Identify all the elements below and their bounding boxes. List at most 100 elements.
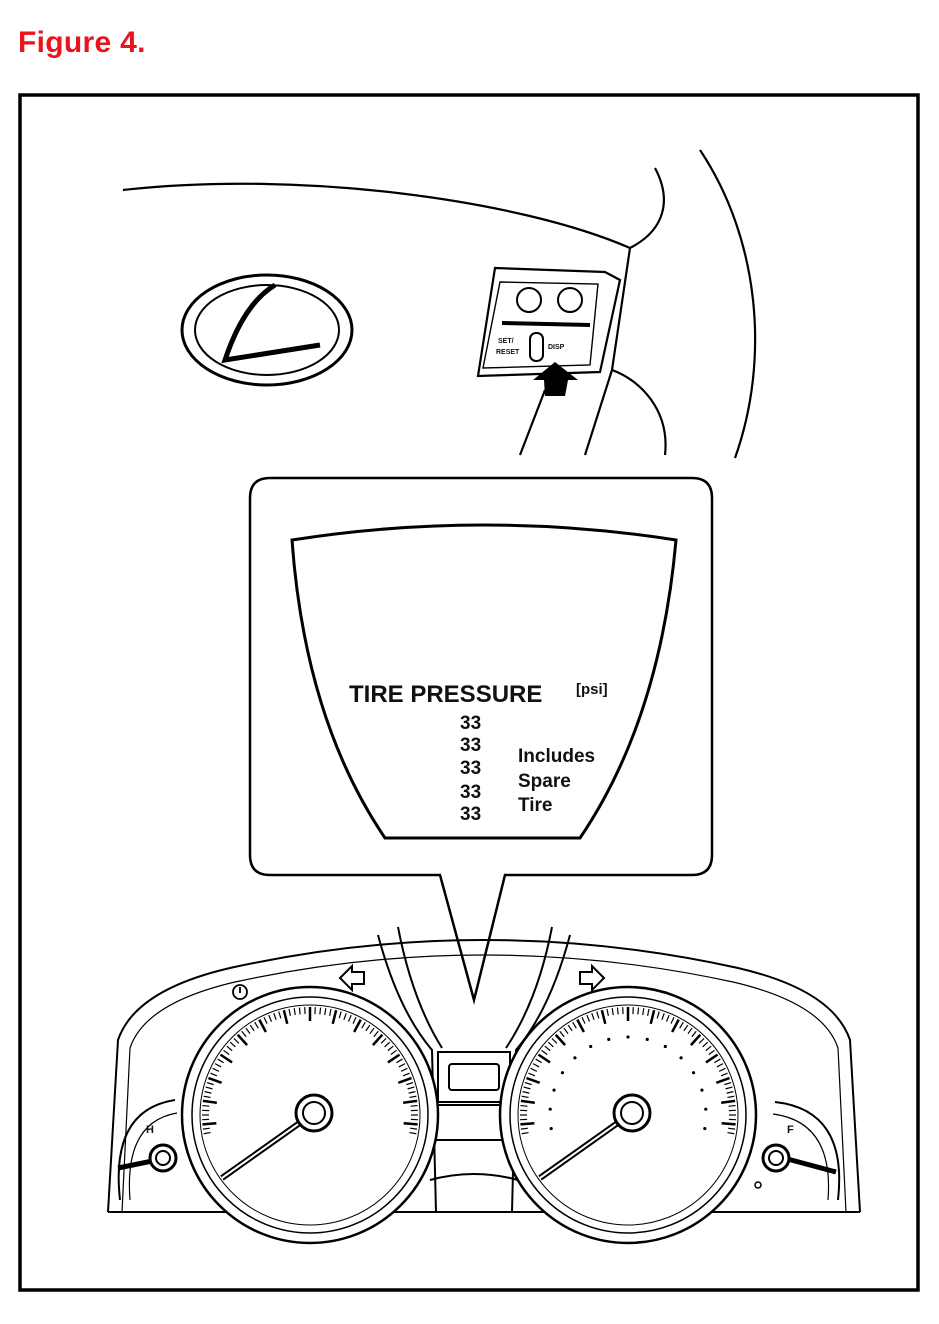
pressure-unit: [psi] — [576, 681, 608, 698]
gauge-tick — [596, 1011, 600, 1019]
gauge-tick — [390, 1049, 397, 1055]
gauge-tick — [278, 1011, 282, 1019]
gauge-tick — [203, 1131, 211, 1135]
gauge-tick — [586, 1014, 591, 1022]
gauge-tick — [409, 1095, 417, 1099]
gauge-tick — [541, 1049, 548, 1055]
gauge-tick — [665, 1014, 670, 1022]
gauge-tick — [409, 1131, 417, 1135]
tire-pressure-heading: TIRE PRESSURE — [349, 681, 542, 708]
gauge-tick — [369, 1027, 375, 1035]
gauge-tick — [410, 1104, 418, 1107]
disp-label: DISP — [548, 344, 565, 351]
press-arrow-icon — [533, 362, 578, 396]
gauge-tick — [361, 1021, 366, 1029]
gauge-tick — [520, 1121, 535, 1126]
speed-dot — [691, 1071, 696, 1075]
steering-wheel — [122, 149, 757, 459]
gauge-tick — [567, 1024, 573, 1032]
gauge-tick — [212, 1067, 220, 1072]
gauge-tick — [727, 1095, 735, 1099]
gauge-tick — [263, 1017, 268, 1024]
fuel-full-mark: F — [787, 1124, 794, 1136]
gauge-tick — [403, 1121, 418, 1126]
gauge-tick — [671, 1019, 680, 1033]
gauge-tick — [217, 1058, 224, 1064]
gauge-tick — [520, 1127, 528, 1130]
speed-dot — [679, 1056, 683, 1060]
gauge-tick — [563, 1027, 569, 1035]
gauge-tick — [387, 1045, 394, 1052]
speed-dot — [589, 1044, 593, 1049]
gauge-tick — [554, 1033, 567, 1046]
gauge-tick — [687, 1027, 693, 1035]
speedometer-gauge — [498, 985, 758, 1245]
gauge-tick — [293, 1008, 296, 1016]
gauge-tick — [535, 1058, 542, 1064]
gauge-tick — [637, 1007, 640, 1015]
gauge-tick — [720, 1072, 728, 1077]
gauge-tick — [528, 1072, 536, 1077]
speed-dot — [552, 1088, 556, 1092]
speed-dot — [560, 1071, 565, 1075]
gauge-tick — [520, 1104, 528, 1107]
gauge-tick — [347, 1014, 352, 1022]
gauge-tick — [403, 1099, 418, 1104]
switch-button-left[interactable] — [516, 287, 542, 313]
gauge-tick — [576, 1019, 585, 1033]
speed-dot — [607, 1037, 611, 1042]
speed-dot — [663, 1044, 667, 1049]
reset-label: RESET — [496, 349, 520, 356]
speed-dot — [626, 1035, 630, 1039]
gauge-tick — [581, 1017, 586, 1024]
gauge-tick — [728, 1127, 736, 1130]
gauge-tick — [726, 1091, 734, 1094]
gauge-tick — [532, 1063, 540, 1068]
gauge-tick — [521, 1095, 529, 1099]
switch-button-right[interactable] — [557, 287, 583, 313]
gauge-tick — [721, 1099, 736, 1104]
gauge-tick — [233, 1037, 240, 1044]
pressure-value-3: 33 — [460, 758, 481, 779]
gauge-tick — [530, 1067, 538, 1072]
gauge-tick — [647, 1008, 650, 1017]
figure-frame — [18, 93, 920, 1292]
gauge-tick — [371, 1033, 384, 1046]
tachometer-gauge — [180, 985, 440, 1245]
gauge-tick — [661, 1013, 665, 1021]
gauge-tick — [537, 1053, 551, 1064]
speed-dot — [700, 1088, 704, 1092]
temperature-gauge: H — [117, 1099, 178, 1201]
gauge-tick — [408, 1091, 416, 1094]
gauge-tick — [526, 1076, 541, 1085]
gauge-tick — [268, 1014, 273, 1022]
gauge-tick — [649, 1009, 656, 1025]
gauge-tick — [241, 1030, 247, 1038]
temp-hot-mark: H — [146, 1124, 154, 1136]
gauge-tick — [324, 1008, 327, 1016]
gauge-tick — [402, 1072, 410, 1077]
gauge-tick — [338, 1011, 342, 1019]
speed-dot — [703, 1126, 707, 1131]
figure-title: Figure 4. — [18, 26, 146, 59]
gauge-tick — [522, 1091, 530, 1094]
set-reset-disp-switch[interactable] — [529, 332, 544, 362]
gauge-tick — [716, 1063, 724, 1068]
gauge-tick — [219, 1053, 233, 1064]
gauge-tick — [521, 1131, 529, 1135]
gauge-tick — [353, 1019, 362, 1033]
set-label: SET/ — [498, 338, 514, 345]
lexus-logo — [180, 273, 354, 387]
gauge-tick — [387, 1053, 401, 1064]
gauge-tick — [724, 1081, 732, 1086]
gauge-tick — [214, 1063, 222, 1068]
gauge-tick — [679, 1021, 684, 1029]
gauge-tick — [591, 1013, 595, 1021]
pressure-value-1: 33 — [460, 713, 481, 734]
gauge-tick — [547, 1041, 554, 1048]
gauge-tick — [691, 1030, 697, 1038]
gauge-tick — [343, 1013, 347, 1021]
note-tire: Tire — [518, 795, 553, 816]
gauge-tick — [702, 1041, 709, 1048]
gauge-tick — [728, 1104, 736, 1107]
